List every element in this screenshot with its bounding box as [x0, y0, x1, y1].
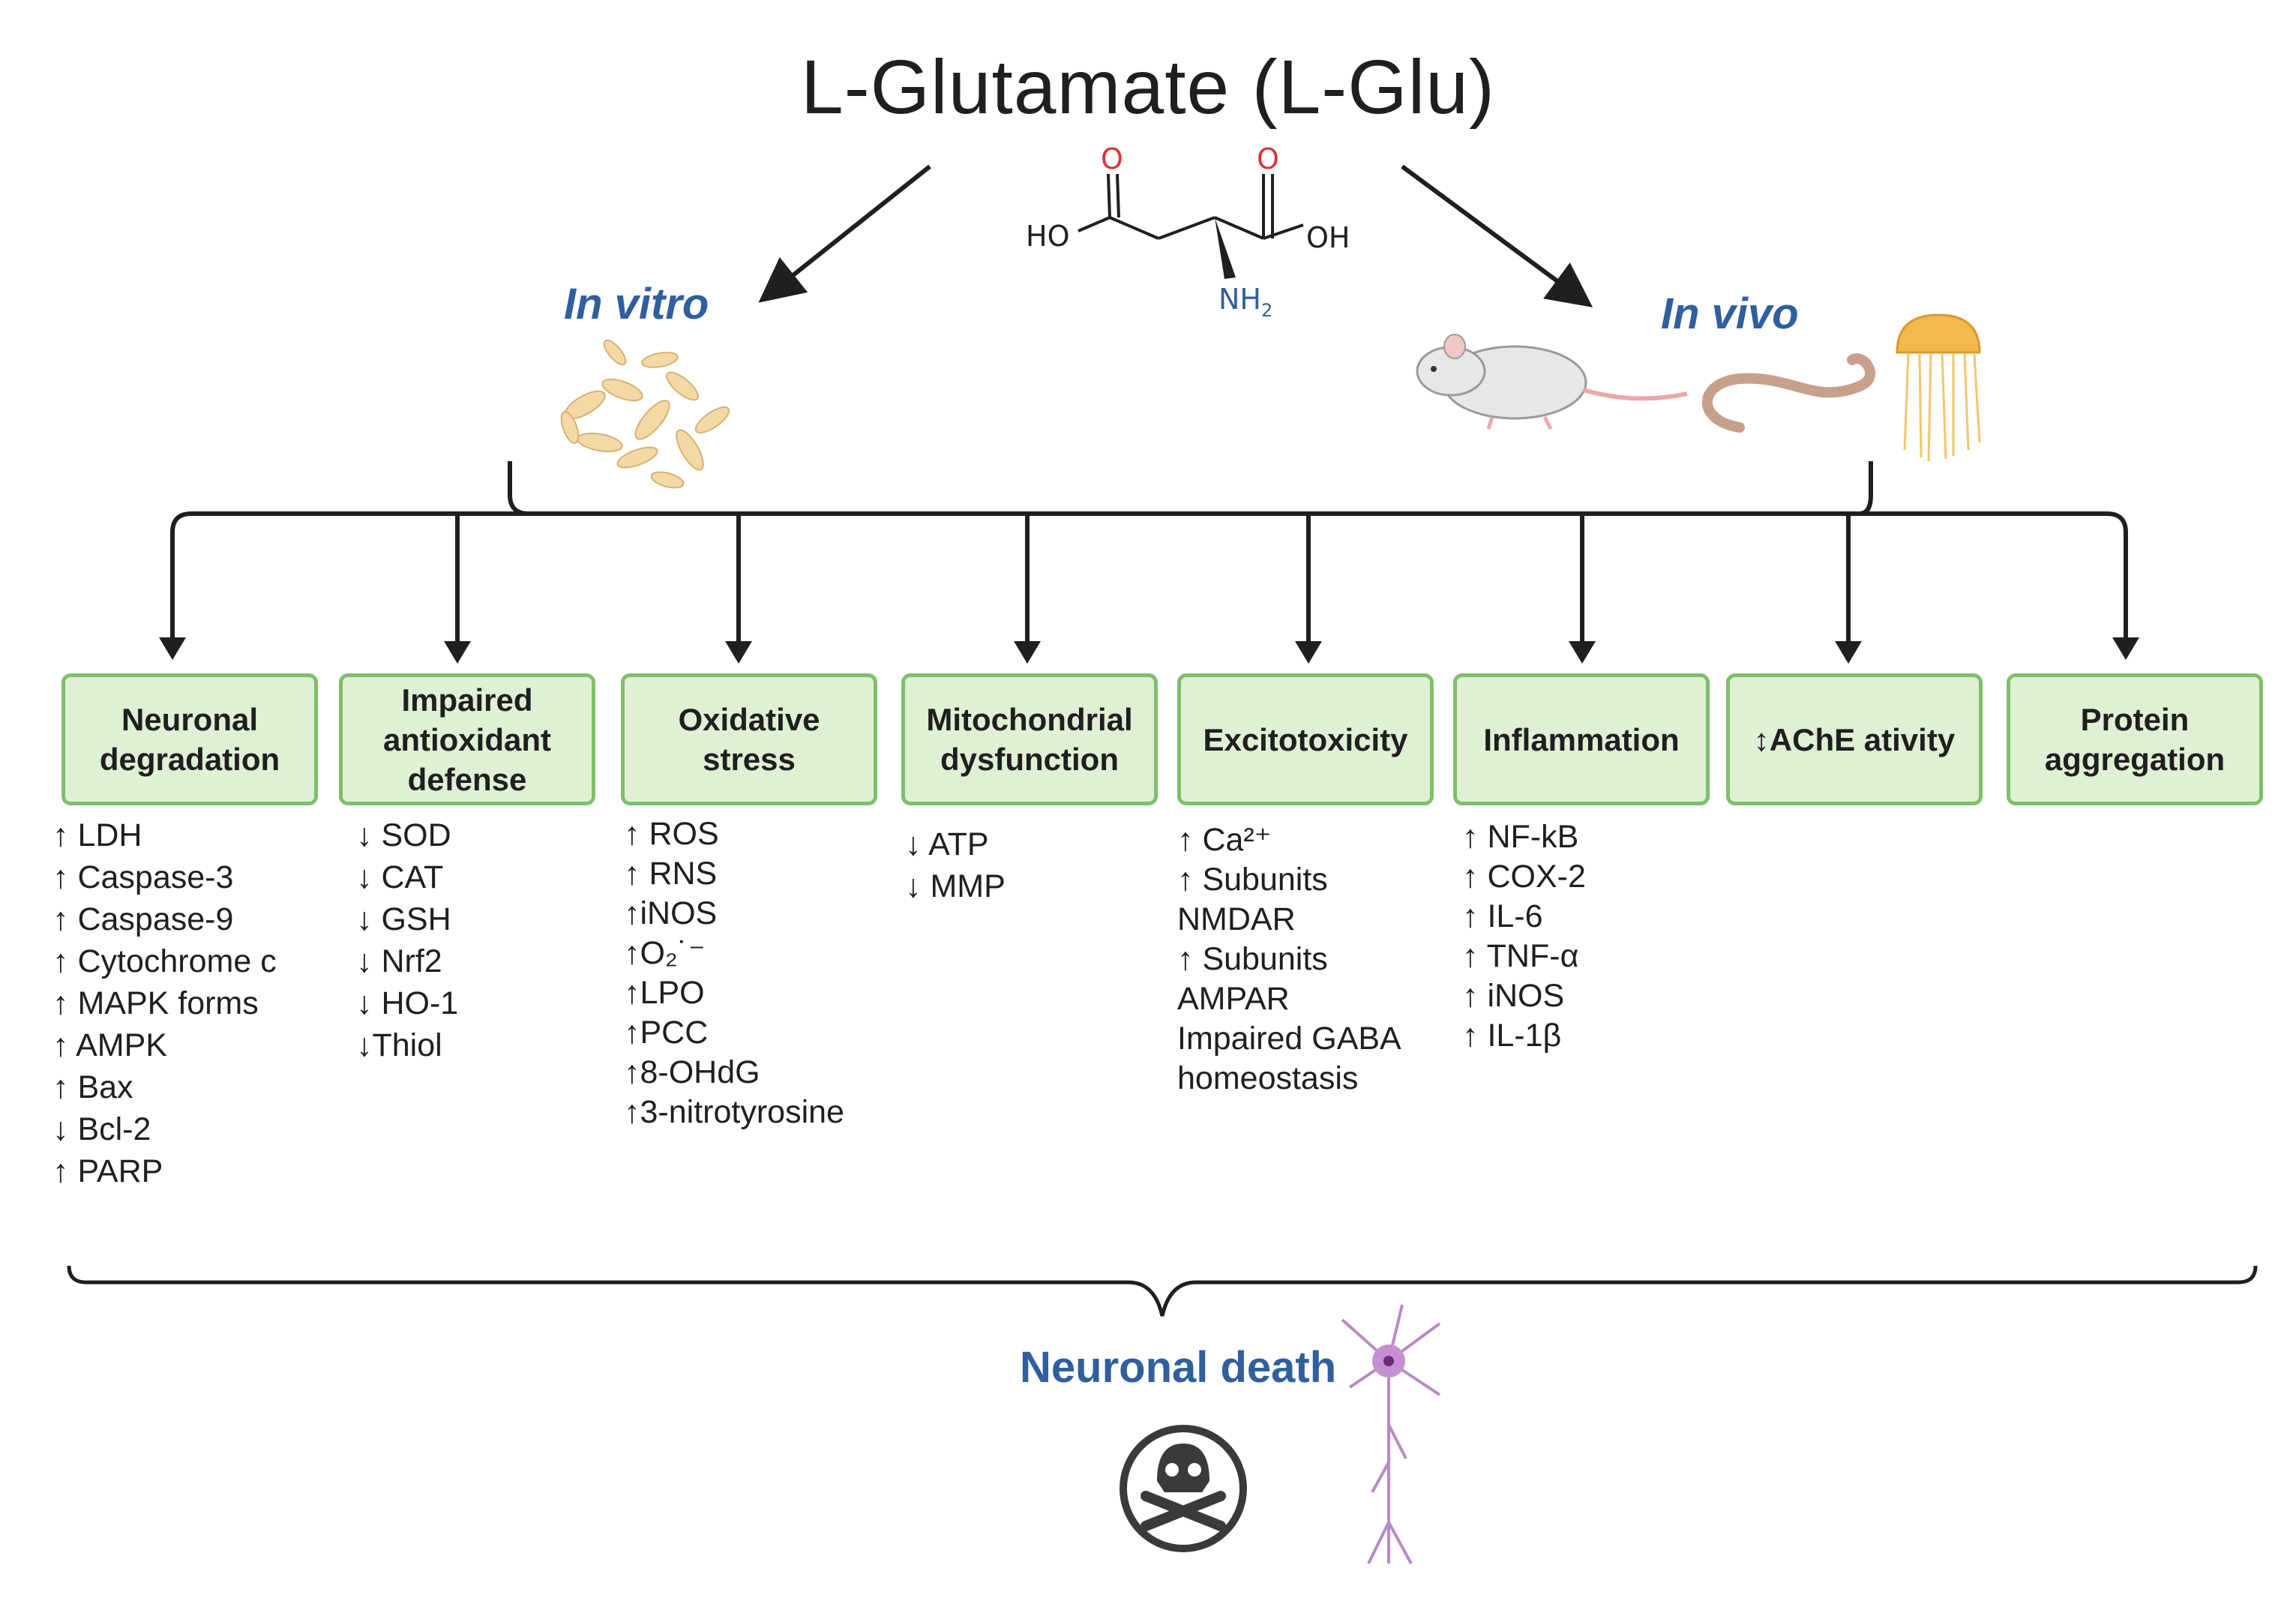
list-item: ↑ TNF-α: [1462, 938, 1579, 974]
list-neuronal-degradation: ↑ LDH ↑ Caspase-3 ↑ Caspase-9 ↑ Cytochro…: [52, 814, 277, 1192]
list-item: ↓ HO-1: [356, 985, 459, 1021]
box-label: Oxidative stress: [678, 702, 820, 777]
in-vivo-label: In vivo: [1661, 289, 1799, 338]
list-excitotoxicity: ↑ Ca²⁺ ↑ Subunits NMDAR ↑ Subunits AMPAR…: [1177, 820, 1401, 1099]
list-item: ↑3-nitrotyrosine: [624, 1094, 844, 1130]
list-item: Impaired GABA: [1177, 1021, 1401, 1057]
list-item: ↑ Bax: [52, 1069, 133, 1105]
oxygen-left: O: [1101, 142, 1123, 175]
branch-arrowheads: [159, 637, 2139, 664]
oxygen-right: O: [1257, 142, 1279, 175]
list-item: ↑ ROS: [624, 816, 719, 852]
list-item: ↑ Ca²⁺: [1177, 822, 1272, 858]
box-label: Protein aggregation: [2044, 702, 2226, 777]
box-mitochondrial-dysfunction: Mitochondrial dysfunction: [901, 673, 1158, 805]
list-item: ↑ Cytochrome c: [52, 943, 277, 979]
box-label: Mitochondrial dysfunction: [926, 702, 1133, 777]
list-item: ↓ SOD: [356, 817, 451, 853]
list-item: ↓ Bcl-2: [52, 1111, 151, 1147]
hydroxyl-left: HO: [1026, 220, 1069, 253]
list-item: ↑ LDH: [52, 817, 142, 853]
worm-icon: [1701, 353, 1875, 433]
list-oxidative-stress: ↑ ROS ↑ RNS ↑iNOS ↑O₂˙⁻ ↑LPO ↑PCC ↑8-OHd…: [624, 814, 844, 1132]
amine-group: NH2: [1218, 283, 1272, 321]
hydroxyl-right: OH: [1306, 221, 1350, 254]
list-item: ↑iNOS: [624, 895, 718, 931]
wedge-bond: [1215, 217, 1236, 279]
box-label: Neuronal degradation: [99, 702, 280, 777]
list-item: ↑ Subunits: [1177, 862, 1328, 898]
list-item: ↑ MAPK forms: [52, 985, 259, 1021]
list-item: ↑PCC: [624, 1015, 709, 1051]
list-item: ↓Thiol: [356, 1027, 442, 1063]
box-label: Inflammation: [1483, 721, 1680, 757]
list-item: ↓ Nrf2: [356, 943, 442, 979]
list-mitochondrial: ↓ ATP ↓ MMP: [905, 823, 1006, 907]
list-item: ↓ ATP: [905, 826, 989, 862]
list-item: ↑ Caspase-3: [52, 859, 234, 895]
box-oxidative-stress: Oxidative stress: [621, 673, 877, 805]
list-item: ↑ PARP: [52, 1153, 163, 1189]
neuron-nucleus: [1383, 1356, 1394, 1366]
box-protein-aggregation: Protein aggregation: [2007, 673, 2263, 805]
box-label: Impaired antioxidant defense: [382, 682, 551, 797]
in-vitro-label: In vitro: [564, 280, 709, 328]
box-ache-activity: ↕AChE ativity: [1726, 673, 1983, 805]
list-item: ↓ CAT: [356, 859, 444, 895]
list-item: ↑ IL-6: [1462, 898, 1543, 934]
list-item: ↑ iNOS: [1462, 978, 1565, 1014]
list-item: AMPAR: [1177, 981, 1290, 1017]
list-antioxidant: ↓ SOD ↓ CAT ↓ GSH ↓ Nrf2 ↓ HO-1 ↓Thiol: [356, 814, 458, 1066]
list-item: ↑ AMPK: [52, 1027, 167, 1063]
box-label: Excitotoxicity: [1203, 721, 1408, 757]
list-item: ↑ Caspase-9: [52, 901, 234, 937]
list-inflammation: ↑ NF-kB ↑ COX-2 ↑ IL-6 ↑ TNF-α ↑ iNOS ↑ …: [1462, 817, 1586, 1056]
list-item: ↑ IL-1β: [1462, 1018, 1562, 1054]
list-item: NMDAR: [1177, 901, 1296, 937]
arrow-to-in-vivo: [1401, 164, 1593, 307]
skull-crossbones-icon: [1120, 1425, 1247, 1552]
box-neuronal-degradation: Neuronal degradation: [61, 673, 318, 805]
page-title: L-Glutamate (L-Glu): [801, 44, 1495, 130]
list-item: ↑ COX-2: [1462, 859, 1586, 895]
list-item: homeostasis: [1177, 1060, 1359, 1096]
list-item: ↑LPO: [624, 975, 705, 1011]
box-label: ↕AChE ativity: [1753, 721, 1956, 757]
neuronal-death-label: Neuronal death: [1020, 1343, 1337, 1392]
list-item: ↑ Subunits: [1177, 941, 1328, 977]
jellyfish-icon: [1896, 313, 1981, 462]
cell-culture-icon: [560, 339, 730, 489]
list-item: ↑ NF-kB: [1462, 819, 1579, 855]
list-item: ↓ GSH: [356, 901, 451, 937]
bottom-brace: [67, 1265, 2258, 1317]
box-impaired-antioxidant-defense: Impaired antioxidant defense: [339, 673, 595, 805]
glutamate-structure: [1078, 173, 1304, 240]
box-inflammation: Inflammation: [1453, 673, 1710, 805]
rat-icon: [1416, 334, 1688, 430]
list-item: ↑O₂˙⁻: [624, 935, 706, 971]
arrow-to-in-vitro: [758, 164, 931, 303]
list-item: ↑8-OHdG: [624, 1054, 760, 1090]
neuron-icon: [1341, 1304, 1441, 1564]
list-item: ↑ RNS: [624, 856, 718, 892]
branch-connector: [170, 461, 2128, 645]
list-item: ↓ MMP: [905, 868, 1006, 904]
box-excitotoxicity: Excitotoxicity: [1177, 673, 1434, 805]
